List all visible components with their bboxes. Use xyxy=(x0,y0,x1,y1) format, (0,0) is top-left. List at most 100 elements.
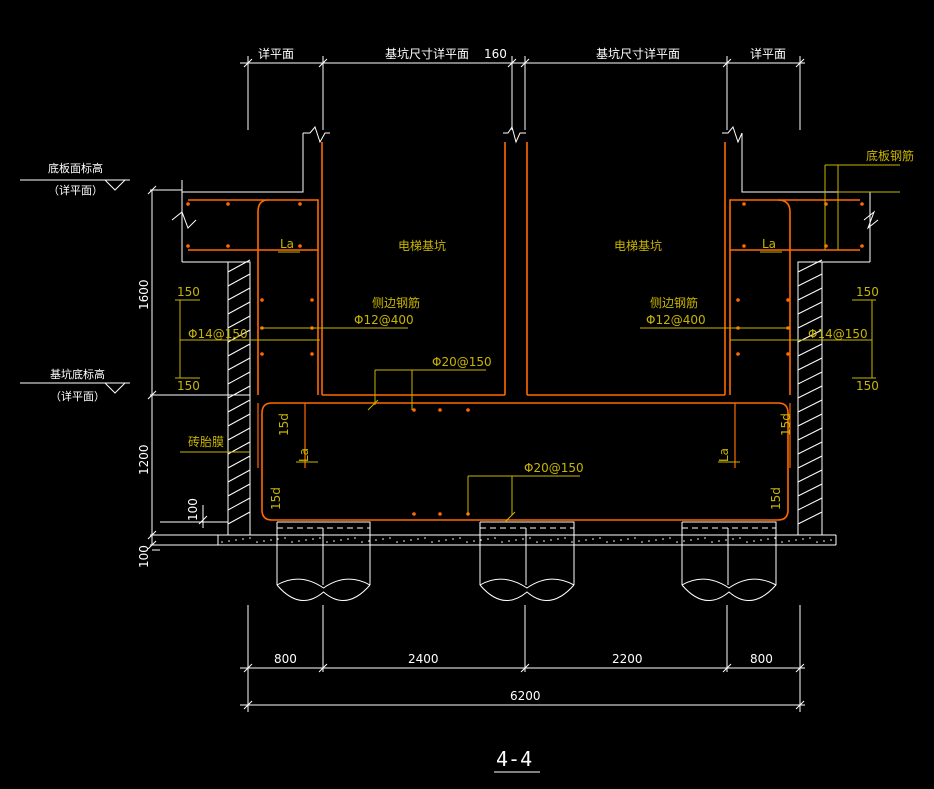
cushion-dot xyxy=(774,537,776,539)
pile-shaft xyxy=(681,528,777,585)
cushion-dot xyxy=(725,539,727,541)
cushion-dot xyxy=(312,538,314,540)
cushion-dot xyxy=(711,541,713,543)
cushion-dot xyxy=(802,538,804,540)
dim-upper: 1600 xyxy=(137,279,151,310)
side-rebar-left-spec: Φ12@400 xyxy=(354,313,414,327)
cushion-dot xyxy=(585,539,587,541)
cushion-dot xyxy=(515,539,517,541)
hatch-line xyxy=(227,483,251,497)
hatch-line xyxy=(797,273,823,287)
pile-tip xyxy=(681,584,777,601)
rebar-dot xyxy=(310,352,314,356)
bottom-bar-spec: Φ20@150 xyxy=(524,461,584,475)
top-dimension xyxy=(240,56,805,130)
top-label-mid: 160 xyxy=(484,47,507,61)
dim-100-b: 100 xyxy=(137,545,151,568)
pile-cap xyxy=(276,521,371,528)
cushion-dot xyxy=(830,539,832,541)
cushion-dot xyxy=(739,537,741,539)
cushion-dot xyxy=(662,538,664,540)
rebar-dot xyxy=(786,352,790,356)
hatch-line xyxy=(797,315,823,329)
rebar-dot xyxy=(412,408,416,412)
cushion-dot xyxy=(809,537,811,539)
hatch-line xyxy=(797,455,823,469)
cushion-dot xyxy=(508,540,510,542)
pile-tip-back xyxy=(276,578,371,589)
cushion-dot xyxy=(676,541,678,543)
anchor-la-top-right: La xyxy=(762,237,776,251)
rebar-dot xyxy=(466,408,470,412)
main-bar-leaders xyxy=(367,369,580,523)
hatch-line xyxy=(227,427,251,441)
cushion-dot xyxy=(655,539,657,541)
cushion-dot xyxy=(501,541,503,543)
bottom-dimensions xyxy=(240,605,805,712)
hatch-line xyxy=(797,469,823,483)
cushion-dot xyxy=(235,539,237,541)
hatch-line xyxy=(227,287,251,301)
cushion-dot xyxy=(648,540,650,542)
cushion-dot xyxy=(641,541,643,543)
cushion-dot xyxy=(536,541,538,543)
dim-2400: 2400 xyxy=(408,652,439,666)
cushion-dot xyxy=(305,539,307,541)
cushion-dot xyxy=(732,538,734,540)
hatch-line xyxy=(227,273,251,287)
cushion-dot xyxy=(669,537,671,539)
rebar-dot xyxy=(860,244,864,248)
cushion-dot xyxy=(333,540,335,542)
cushion-dot xyxy=(494,537,496,539)
hatch-line xyxy=(227,357,251,371)
cushion-dot xyxy=(788,540,790,542)
pile-cap xyxy=(681,521,777,528)
pile-tip-back xyxy=(681,578,777,589)
hatch-line xyxy=(797,497,823,511)
cushion-dot xyxy=(620,539,622,541)
hatch-line xyxy=(227,301,251,315)
cushion-dot xyxy=(473,540,475,542)
left-spacing-bottom: 150 xyxy=(177,379,200,393)
side-rebar-left-label: 侧边钢筋 xyxy=(372,295,420,310)
cushion-dot xyxy=(823,540,825,542)
brick-wall-right xyxy=(797,259,823,536)
right-spacing-top: 150 xyxy=(856,285,879,299)
cushion-dot xyxy=(627,538,629,540)
rebar-dot xyxy=(186,244,190,248)
dim-lower: 1200 xyxy=(137,444,151,475)
rebar-dot xyxy=(860,202,864,206)
cushion-dot xyxy=(361,541,363,543)
hatch-line xyxy=(797,413,823,427)
cushion-dot xyxy=(319,537,321,539)
cushion-dot xyxy=(487,538,489,540)
top-label-mid-left: 基坑尺寸详平面 xyxy=(385,46,469,61)
rebar-dot xyxy=(438,512,442,516)
pile-tip xyxy=(479,584,575,601)
hatch-line xyxy=(227,371,251,385)
cushion-dot xyxy=(795,539,797,541)
right-slab-rebar-callout xyxy=(824,164,900,250)
rebar-dot xyxy=(412,512,416,516)
slab-top-elevation-label: 底板面标高 xyxy=(48,161,103,175)
rebar-dot xyxy=(736,298,740,302)
rebar-dot xyxy=(226,244,230,248)
rebar-dot xyxy=(742,202,746,206)
hatch-line xyxy=(797,483,823,497)
rebar-dot xyxy=(260,352,264,356)
top-label-mid-right: 基坑尺寸详平面 xyxy=(596,46,680,61)
dim-100-a: 100 xyxy=(186,498,200,521)
pile-group xyxy=(276,521,777,601)
top-bar-spec: Φ20@150 xyxy=(432,355,492,369)
cushion-dot xyxy=(718,540,720,542)
rebar-dot xyxy=(736,352,740,356)
pile-shaft xyxy=(479,528,575,585)
pit-label-right: 电梯基坑 xyxy=(614,238,662,253)
pile-shaft xyxy=(276,528,371,585)
hook-15d-lower-left: 15d xyxy=(269,487,283,510)
cushion-dot xyxy=(284,537,286,539)
cushion-dot xyxy=(291,541,293,543)
cushion-dot xyxy=(690,539,692,541)
cushion-dot xyxy=(375,539,377,541)
